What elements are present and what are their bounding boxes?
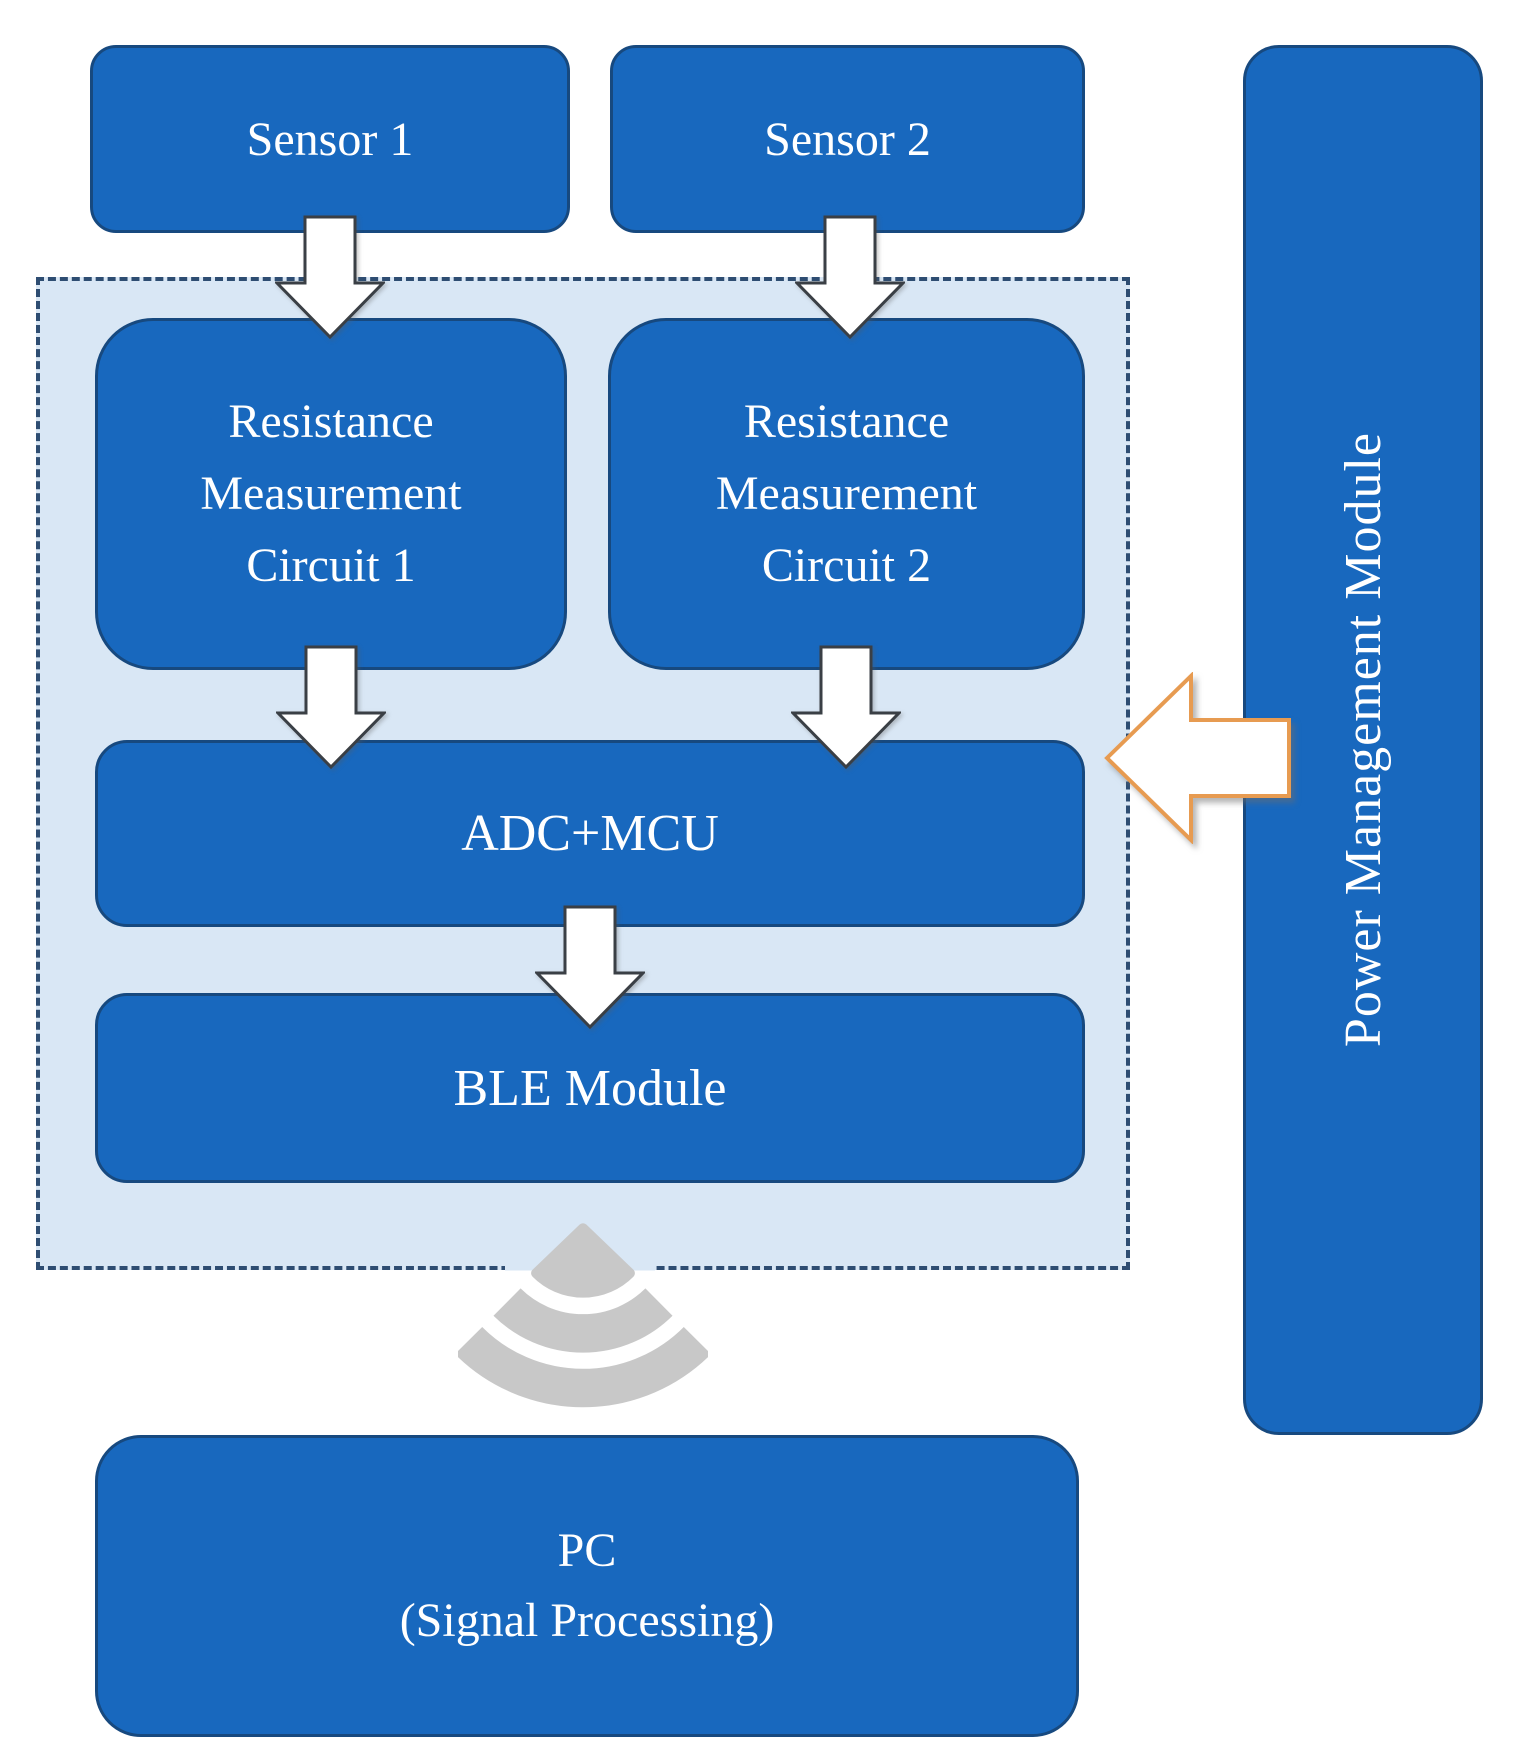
down-arrow-icon-circuit1-to-adc: [276, 645, 386, 770]
node-sensor-2-label: Sensor 2: [764, 112, 931, 166]
node-resistance-measurement-circuit-1: Resistance Measurement Circuit 1: [95, 318, 567, 670]
node-ble-module-label: BLE Module: [453, 1059, 727, 1117]
down-arrow-icon-adc-to-ble: [535, 905, 645, 1030]
node-ble-module: BLE Module: [95, 993, 1085, 1183]
node-resistance-measurement-circuit-1-label: Resistance Measurement Circuit 1: [200, 395, 462, 592]
down-arrow-icon-sensor1-to-circuit1: [275, 215, 385, 340]
node-power-management-module-label: Power Management Module: [1334, 432, 1392, 1048]
node-resistance-measurement-circuit-2: Resistance Measurement Circuit 2: [608, 318, 1085, 670]
node-sensor-1-label: Sensor 1: [246, 112, 414, 166]
node-sensor-1: Sensor 1: [90, 45, 570, 233]
node-adc-mcu: ADC+MCU: [95, 740, 1085, 927]
node-adc-mcu-label: ADC+MCU: [461, 805, 719, 862]
down-arrow-icon-sensor2-to-circuit2: [795, 215, 905, 340]
node-pc-signal-processing: PC (Signal Processing): [95, 1435, 1079, 1737]
node-resistance-measurement-circuit-2-label: Resistance Measurement Circuit 2: [715, 395, 978, 592]
node-sensor-2: Sensor 2: [610, 45, 1085, 233]
node-pc-signal-processing-label: PC (Signal Processing): [399, 1524, 775, 1647]
left-arrow-icon-power-to-adc: [1104, 672, 1291, 844]
down-arrow-icon-circuit2-to-adc: [791, 645, 901, 770]
wireless-signal-icon: [458, 1223, 708, 1408]
